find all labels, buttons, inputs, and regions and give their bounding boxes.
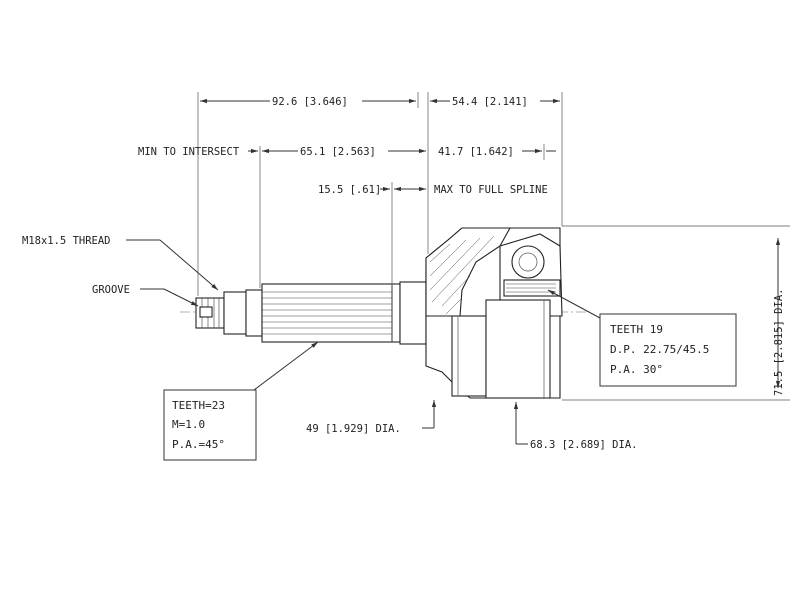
- min-to-intersect-label: MIN TO INTERSECT: [138, 146, 240, 158]
- cv-to-intersect-label: 41.7 [1.642]: [438, 146, 514, 158]
- outer-diameter-label: 68.3 [2.689] DIA.: [530, 439, 637, 451]
- outer-spline-module: M=1.0: [172, 418, 205, 431]
- max-to-full-spline-label: MAX TO FULL SPLINE: [434, 184, 548, 196]
- inner-spline-pressure-angle: P.A. 30°: [610, 363, 663, 376]
- min-to-intersect-value: 65.1 [2.563]: [300, 146, 376, 158]
- bell-housing: [425, 227, 563, 399]
- outer-spline-leader: [253, 341, 319, 391]
- splined-shaft: [245, 281, 427, 345]
- outer-spline-info-box: TEETH=23 M=1.0 P.A.=45°: [163, 389, 257, 461]
- height-label: 71.5 [2.815] DIA.: [773, 289, 785, 396]
- inner-spline-leader: [547, 289, 601, 319]
- spline-gap-label: 15.5 [.61]: [318, 184, 381, 196]
- inner-spline-diametral-pitch: D.P. 22.75/45.5: [610, 343, 709, 356]
- cv-joint-part: [195, 227, 563, 399]
- groove-callout-label: GROOVE: [92, 284, 130, 296]
- outer-spline-teeth: TEETH=23: [172, 399, 225, 412]
- extension-lines: [197, 92, 790, 401]
- thread-callout-label: M18x1.5 THREAD: [22, 235, 111, 247]
- inner-spline-info-box: TEETH 19 D.P. 22.75/45.5 P.A. 30°: [599, 313, 737, 387]
- outer-spline-pressure-angle: P.A.=45°: [172, 438, 225, 451]
- seal-diameter-label: 49 [1.929] DIA.: [306, 423, 401, 435]
- overall-length-label: 92.6 [3.646]: [272, 96, 348, 108]
- cv-length-label: 54.4 [2.141]: [452, 96, 528, 108]
- inner-spline-teeth: TEETH 19: [610, 323, 663, 336]
- threaded-tip: [195, 291, 247, 335]
